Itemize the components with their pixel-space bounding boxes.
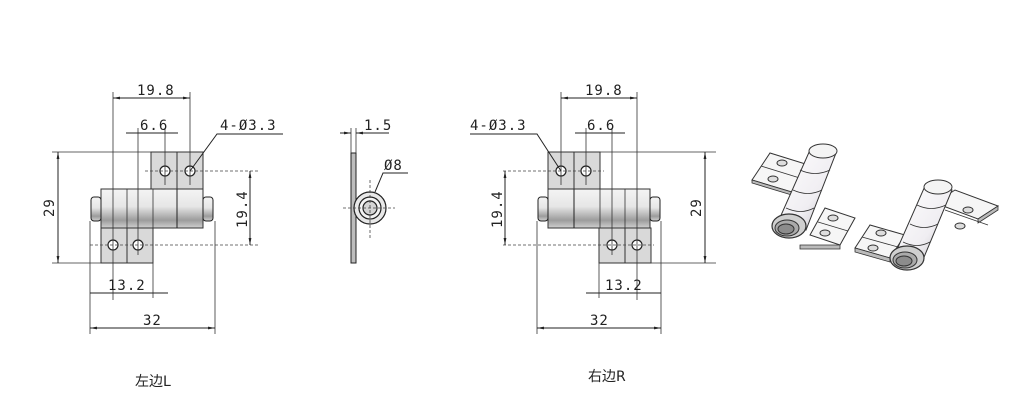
barrel (547, 188, 651, 229)
dim-plate-width: 13.2 (108, 278, 146, 294)
dim-barrel-diameter: Ø8 (384, 158, 403, 174)
pin-cap-right (202, 196, 214, 222)
dim-hole-spacing-y: 19.4 (490, 190, 506, 228)
iso-right-hinge (854, 179, 1000, 271)
side-view: 1.5 Ø8 (340, 118, 408, 264)
dim-overall-height: 29 (689, 198, 705, 217)
right-view: 19.8 6.6 4-Ø3.3 29 19.4 13.2 32 右边R (470, 83, 716, 385)
dim-plate-width: 13.2 (605, 278, 643, 294)
dim-hole-spacing-y: 19.4 (235, 190, 251, 228)
dim-holes: 4-Ø3.3 (220, 118, 277, 134)
pin-cap-left (90, 196, 102, 222)
dim-hole-spacing-x: 19.8 (137, 83, 175, 99)
dim-hole-pitch: 6.6 (140, 118, 168, 134)
pin-cap-right (649, 196, 661, 222)
dim-thickness: 1.5 (364, 118, 392, 134)
dim-hole-spacing-x: 19.8 (585, 83, 623, 99)
dim-overall-height: 29 (42, 198, 58, 217)
dim-holes: 4-Ø3.3 (470, 118, 527, 134)
dim-overall-length: 32 (590, 313, 609, 329)
dim-hole-pitch: 6.6 (587, 118, 615, 134)
left-view: 19.8 6.6 4-Ø3.3 29 19.4 13.2 32 左边L (42, 83, 283, 390)
caption-right: 右边R (588, 369, 626, 385)
barrel (100, 188, 204, 229)
iso-left-hinge (751, 143, 856, 250)
dim-overall-length: 32 (143, 313, 162, 329)
caption-left: 左边L (135, 374, 171, 390)
pin-cap-left (537, 196, 549, 222)
